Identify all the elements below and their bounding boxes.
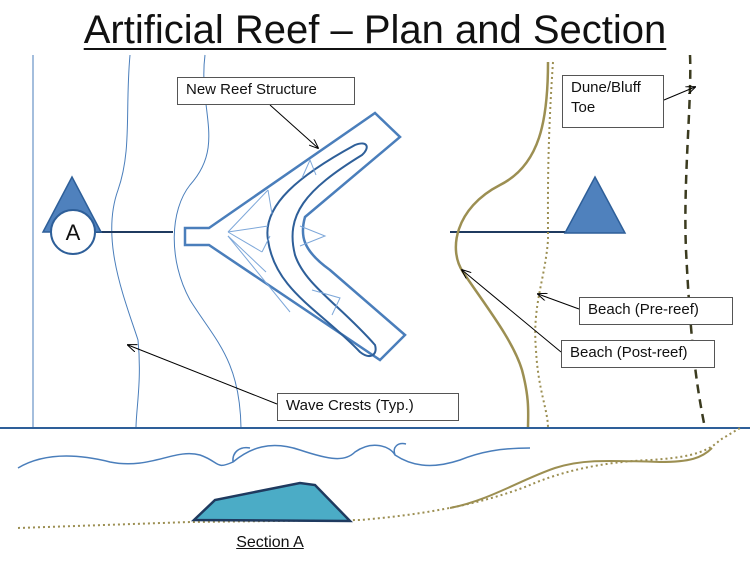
arrow-beach-pre [538, 294, 580, 310]
beach-post-reef-line [454, 61, 550, 429]
arrow-wave-crests [128, 345, 278, 405]
label-beach-post-reef: Beach (Post-reef) [561, 340, 715, 368]
label-beach-pre-reef: Beach (Pre-reef) [579, 297, 733, 325]
section-wave-crest-small-2 [393, 442, 407, 456]
reef-inner-hook [266, 142, 377, 357]
wave-crest-3 [173, 54, 242, 429]
label-section-a: Section A [236, 534, 304, 551]
arrow-new-reef [269, 104, 318, 148]
beach-pre-reef-line [534, 61, 554, 429]
section-ground-post-reef [449, 447, 713, 509]
label-dune-line1: Dune/Bluff [571, 79, 641, 96]
dune-toe-line [684, 54, 707, 429]
label-wave-crests: Wave Crests (Typ.) [277, 393, 459, 421]
section-wave-crest-small [232, 446, 251, 463]
arrow-dune [663, 87, 695, 101]
reef-wave-rays [227, 158, 341, 316]
section-marker-circle [50, 209, 96, 255]
section-marker-right-triangle [563, 175, 627, 234]
section-ground-pre-reef [17, 427, 741, 529]
section-wave-surface [17, 444, 531, 469]
label-dune-line2: Toe [571, 99, 596, 116]
label-new-reef-structure: New Reef Structure [177, 77, 355, 105]
reef-outline [183, 111, 407, 362]
page-title: Artificial Reef – Plan and Section [83, 8, 667, 52]
section-reef-structure [190, 481, 353, 523]
section-marker-label: A [65, 220, 81, 245]
wave-crest-2 [111, 54, 140, 429]
label-dune-bluff-toe: Dune/Bluff Toe [562, 75, 664, 128]
arrow-beach-post [462, 270, 562, 353]
